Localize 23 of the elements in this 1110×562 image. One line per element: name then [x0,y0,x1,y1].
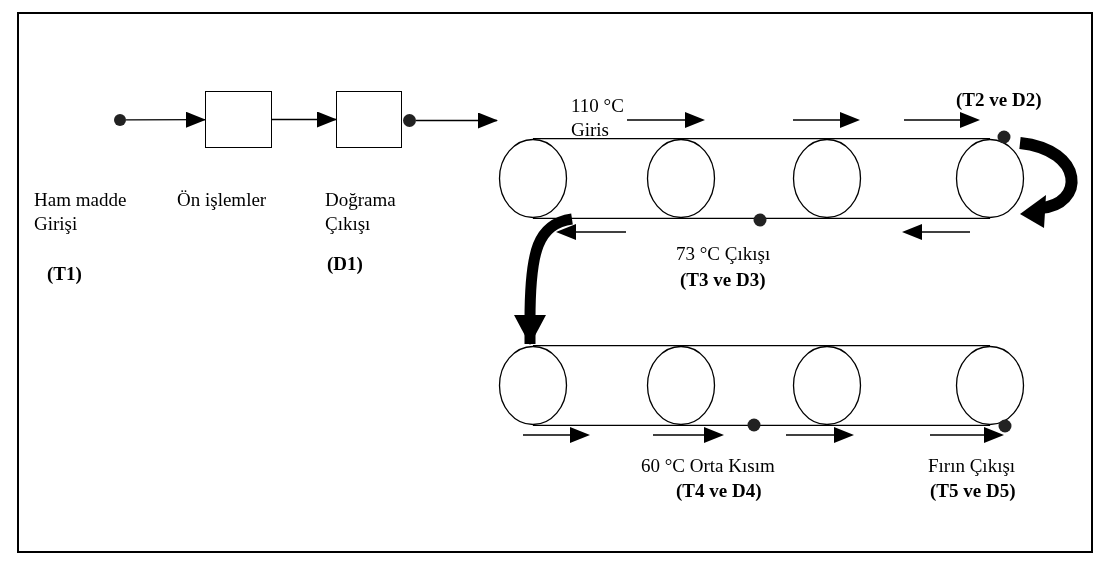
point-label: Ham madde Girişi [34,188,128,236]
measurement-point [403,114,416,127]
point-code-label: (T4 ve D4) [676,479,763,503]
arrow [415,112,498,129]
process-box [205,91,272,148]
point-label: Fırın Çıkışı [928,454,1017,478]
point-code-label: (T5 ve D5) [930,479,1017,503]
point-label: 73 °C Çıkışı [676,242,772,266]
point-label: Doğrama Çıkışı [325,188,397,236]
conveyor-belt [498,345,1025,426]
arrow [125,111,206,128]
point-label: Ön işlemler [177,188,268,212]
point-code-label: (T3 ve D3) [680,268,767,292]
point-label: 110 °C Giris [571,94,625,142]
process-box [336,91,402,148]
point-code-label: (D1) [327,252,364,276]
conveyor-belt [498,138,1025,219]
point-code-label: (T2 ve D2) [956,88,1043,112]
measurement-point [114,114,126,126]
point-label: 60 °C Orta Kısım [641,454,776,478]
point-code-label: (T1) [47,262,83,286]
curved-arrow [514,213,574,345]
arrow [271,111,337,128]
